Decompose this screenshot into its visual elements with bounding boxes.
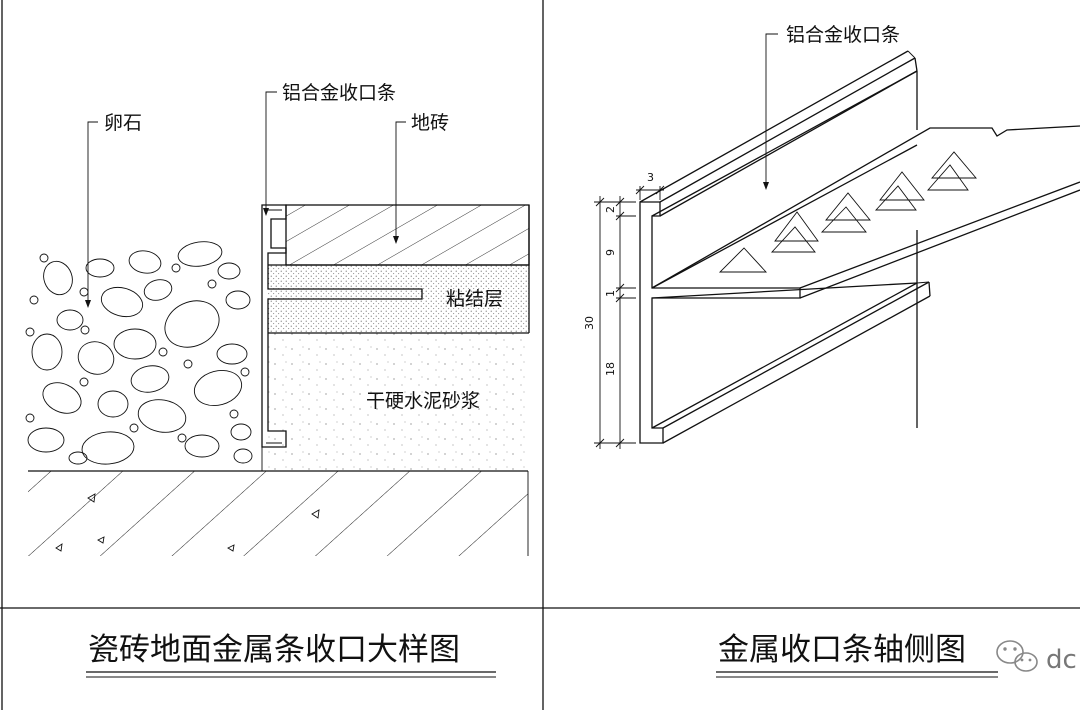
bonding-layer-label: 粘结层 [446, 288, 503, 310]
profile-top-flange [639, 50, 918, 217]
aluminum-strip-label: 铝合金收口条 [282, 82, 396, 104]
dim-mid: 1 [604, 290, 617, 297]
right-title: 金属收口条轴侧图 [718, 632, 966, 668]
dim-upper: 9 [604, 249, 617, 256]
profile-front [639, 201, 801, 444]
dim-top: 2 [604, 206, 617, 213]
watermark-text: dc [1046, 645, 1077, 675]
dimension-lines [594, 185, 665, 449]
left-detail: 卵石 铝合金收口条 地砖 粘结层 干硬水泥砂浆 瓷砖地面金属条收口大样图 [25, 82, 530, 678]
dim-total: 30 [583, 316, 596, 330]
floor-tile-label: 地砖 [411, 112, 449, 134]
right-leader [765, 33, 778, 184]
right-detail: 铝合金收口条 3 30 2 9 [583, 24, 1080, 678]
pebble-label: 卵石 [104, 112, 142, 134]
dim-width: 3 [647, 171, 654, 184]
dim-lower: 18 [604, 362, 617, 376]
profile-tab [651, 125, 1080, 299]
profile-bottom-flange [651, 281, 931, 444]
mortar-label: 干硬水泥砂浆 [366, 390, 480, 412]
profile-wall [651, 70, 918, 428]
floor-tile [285, 204, 530, 266]
wechat-icon [996, 640, 1038, 672]
ground-slab [28, 470, 529, 556]
left-leaders [85, 91, 406, 308]
pebble-bed [25, 241, 253, 465]
watermark: dc [996, 640, 1077, 675]
left-title: 瓷砖地面金属条收口大样图 [88, 632, 460, 668]
aluminum-strip-label-right: 铝合金收口条 [786, 24, 900, 46]
dry-mortar [268, 333, 529, 471]
aluminum-strip-section [261, 204, 423, 471]
